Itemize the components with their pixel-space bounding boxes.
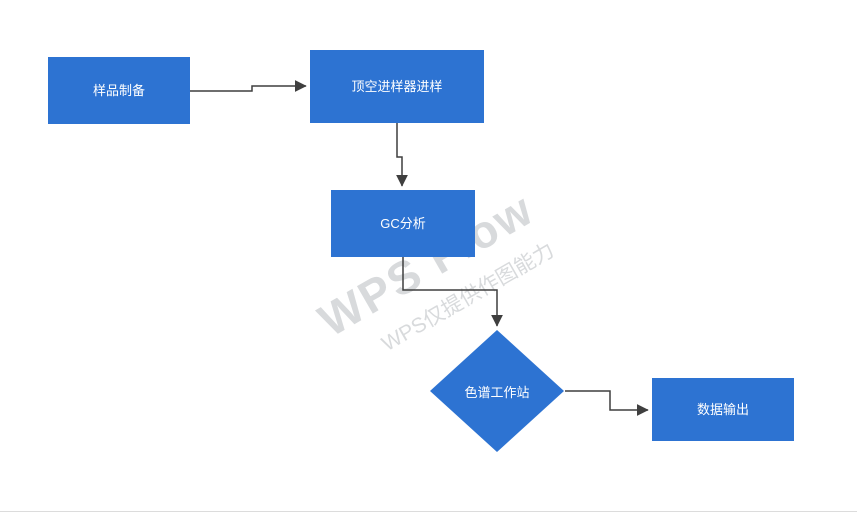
connector-gc-analysis-to-workstation [402, 257, 503, 327]
node-gc-analysis-label: GC分析 [380, 215, 426, 231]
node-data-output-label: 数据输出 [696, 401, 749, 417]
node-gc-analysis[interactable]: GC分析 [331, 190, 475, 257]
connector-headspace-to-gc-analysis [396, 123, 408, 187]
node-headspace-injection[interactable]: 顶空进样器进样 [310, 50, 484, 123]
node-headspace-injection-label: 顶空进样器进样 [351, 78, 443, 94]
diamond-shape [430, 330, 564, 452]
node-chromatography-workstation-label: 色谱工作站 [464, 384, 530, 400]
node-sample-prep-label: 样品制备 [92, 82, 145, 98]
node-chromatography-workstation[interactable]: 色谱工作站 [430, 330, 564, 452]
node-sample-prep[interactable]: 样品制备 [48, 57, 190, 124]
node-data-output[interactable]: 数据输出 [652, 378, 794, 441]
connector-workstation-to-data-output [565, 390, 649, 416]
connector-sample-prep-to-headspace [190, 80, 307, 92]
